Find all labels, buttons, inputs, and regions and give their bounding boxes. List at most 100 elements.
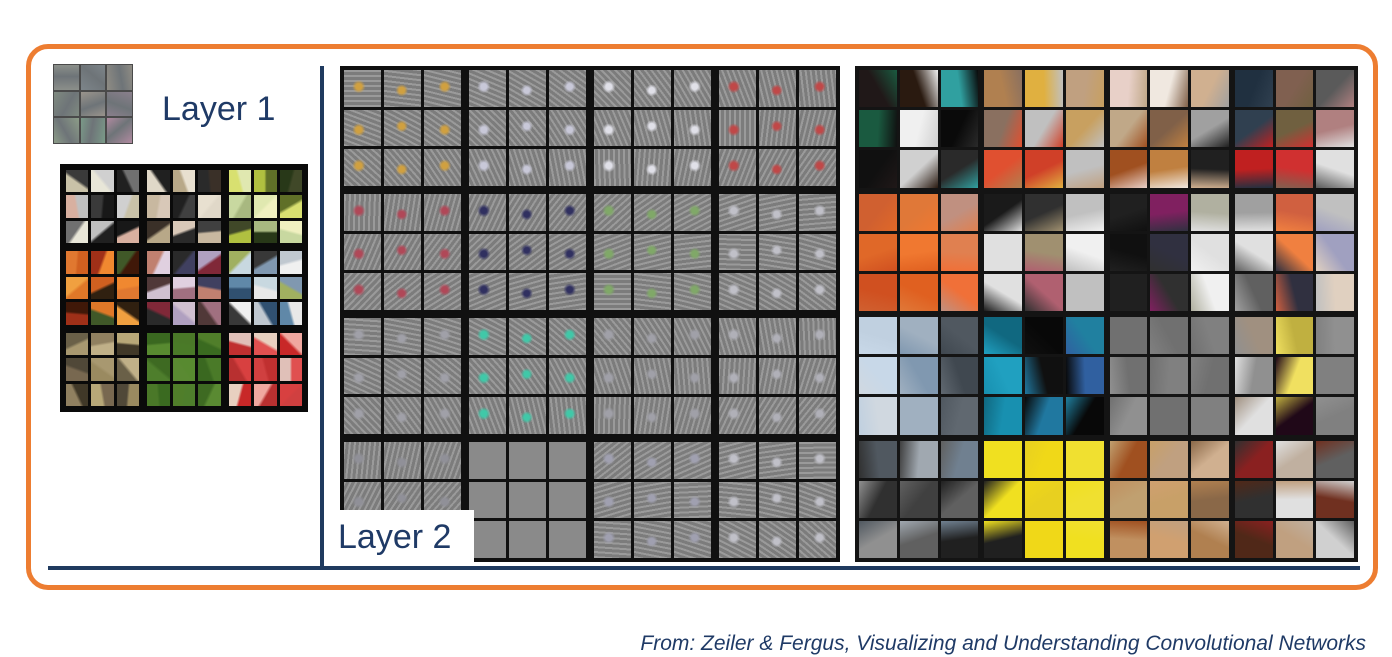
layer2-filter-cell <box>549 397 586 434</box>
layer2-patch-group <box>1234 440 1354 558</box>
layer2-patch-cell <box>1109 357 1148 395</box>
layer2-filter-cell <box>424 442 461 479</box>
layer1-patch-cell <box>228 332 252 356</box>
layer2-filter-cell <box>759 149 796 186</box>
layer1-patch-cell <box>91 195 114 218</box>
layer2-patch-cell <box>1316 397 1354 435</box>
layer2-filter-cell <box>634 357 671 395</box>
layer2-filter-cell <box>594 318 631 355</box>
layer2-patch-cell <box>1191 317 1229 355</box>
layer2-filter-cell <box>384 149 421 186</box>
layer2-filter-group <box>344 70 461 186</box>
layer2-filter-cell <box>759 318 796 355</box>
layer2-filter-cell <box>469 357 506 395</box>
layer2-filter-cell <box>424 70 461 107</box>
layer1-patch-group <box>228 332 302 406</box>
layer2-patch-cell <box>940 397 979 435</box>
layer2-patch-cell <box>1316 317 1354 355</box>
layer2-patch-cell <box>1065 317 1104 355</box>
layer2-patch-cell <box>940 110 979 148</box>
layer1-filter-cell <box>107 65 132 90</box>
layer2-filter-cell <box>384 273 421 310</box>
layer2-filter-cell <box>509 521 546 558</box>
layer2-patch-group <box>984 317 1104 435</box>
layer2-patch-cell <box>1191 440 1229 478</box>
layer2-patch-group <box>1234 317 1354 435</box>
layer2-filter-cell <box>759 397 796 434</box>
layer2-patch-cell <box>1150 397 1188 435</box>
layer2-filter-cell <box>384 194 421 231</box>
layer2-filter-cell <box>344 273 381 310</box>
layer2-patch-group <box>859 70 979 188</box>
layer2-patch-cell <box>1065 193 1104 231</box>
layer2-filter-group <box>344 318 461 434</box>
layer1-patch-cell <box>198 383 221 406</box>
layer2-filter-cell <box>799 109 836 147</box>
layer2-patch-group <box>1109 193 1229 311</box>
layer2-patch-cell <box>1025 233 1063 271</box>
layer1-patch-cell <box>91 302 114 325</box>
layer1-patch-cell <box>228 251 252 274</box>
layer2-filter-cell <box>424 149 461 186</box>
layer2-patch-cell <box>1150 110 1188 148</box>
layer2-patch-cell <box>1150 193 1188 231</box>
layer1-filter-cell <box>54 91 79 117</box>
layer2-filter-cell <box>799 70 836 107</box>
layer2-patch-cell <box>899 110 938 148</box>
layer2-patch-cell <box>1316 440 1354 478</box>
layer2-filter-group <box>594 194 711 310</box>
layer2-patch-cell <box>1275 233 1314 271</box>
layer1-patch-cell <box>147 332 170 356</box>
layer1-patch-cell <box>254 358 277 381</box>
layer1-patch-cell <box>279 195 302 218</box>
layer2-filter-cell <box>384 442 421 479</box>
layer2-filter-group <box>594 70 711 186</box>
layer2-filter-cell <box>719 481 756 519</box>
layer2-filter-cell <box>424 397 461 434</box>
layer2-filter-cell <box>799 481 836 519</box>
layer1-patch-cell <box>116 220 140 244</box>
layer2-filter-cell <box>634 397 671 434</box>
layer2-filter-cell <box>674 149 711 186</box>
layer2-patch-cell <box>1150 440 1188 478</box>
layer2-patch-cell <box>1275 440 1314 478</box>
layer2-patch-cell <box>1316 233 1354 271</box>
layer2-patch-cell <box>1109 150 1148 188</box>
layer2-patch-cell <box>1025 70 1063 108</box>
layer1-patch-cell <box>279 276 302 300</box>
layer2-patch-group <box>1234 193 1354 311</box>
layer1-patch-cell <box>66 276 89 300</box>
layer2-filter-cell <box>594 233 631 271</box>
layer1-filter-cell <box>54 65 79 90</box>
layer2-filter-cell <box>424 318 461 355</box>
layer2-filter-cell <box>384 70 421 107</box>
layer2-filter-cell <box>759 442 796 479</box>
layer1-patch-cell <box>66 170 89 193</box>
layer2-patch-cell <box>1150 150 1188 188</box>
layer2-patch-cell <box>1275 520 1314 558</box>
layer2-patch-cell <box>859 70 897 108</box>
layer2-patch-cell <box>940 70 979 108</box>
layer2-filter-cell <box>384 233 421 271</box>
layer2-patch-cell <box>1191 357 1229 395</box>
layer1-patch-cell <box>116 383 140 406</box>
layer2-filter-cell <box>469 481 506 519</box>
layer2-filter-cell <box>594 521 631 558</box>
layer2-patch-cell <box>1150 480 1188 518</box>
layer1-patch-cell <box>172 220 196 244</box>
layer2-patch-cell <box>1316 480 1354 518</box>
layer2-filter-cell <box>594 149 631 186</box>
layer2-filter-cell <box>759 481 796 519</box>
layer1-patch-cell <box>66 302 89 325</box>
layer2-filter-cell <box>509 318 546 355</box>
layer1-filters <box>53 64 133 144</box>
layer2-filter-cell <box>424 357 461 395</box>
layer2-patch-cell <box>1234 150 1273 188</box>
layer2-patch-cell <box>899 520 938 558</box>
layer2-patch-cell <box>859 440 897 478</box>
layer1-patch-cell <box>228 358 252 381</box>
layer2-patch-cell <box>1275 193 1314 231</box>
layer1-patch-cell <box>91 170 114 193</box>
layer1-patch-cell <box>228 383 252 406</box>
layer1-patch-cell <box>198 195 221 218</box>
